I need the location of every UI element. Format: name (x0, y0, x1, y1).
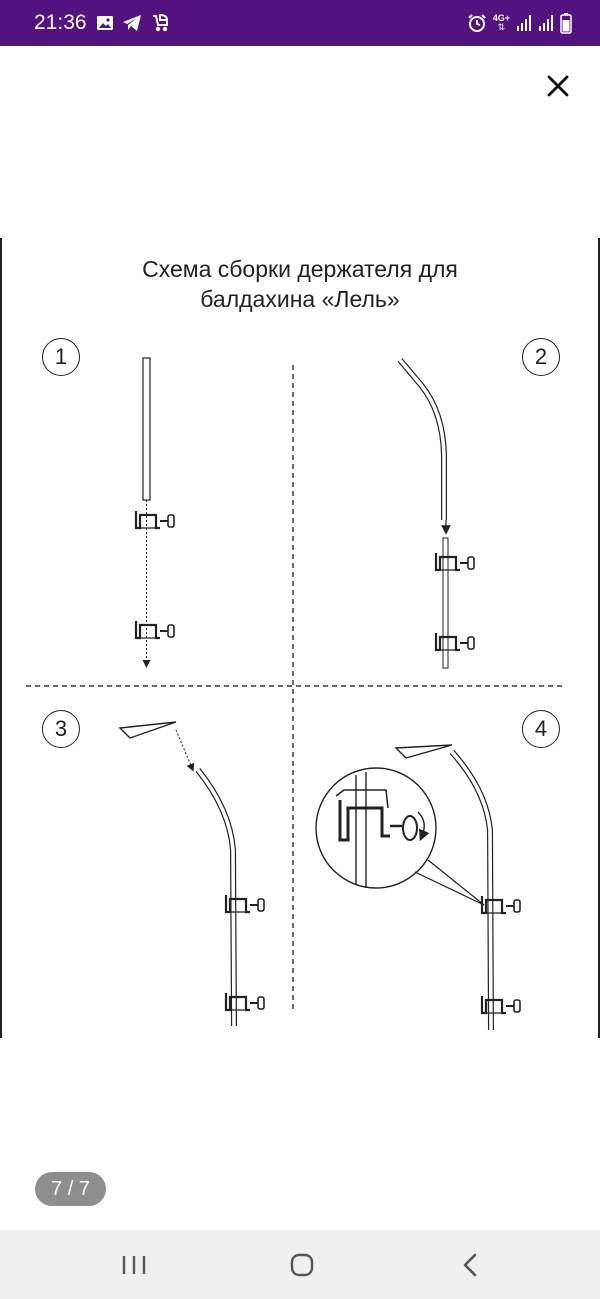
system-icons: 4G+ ⇅ (467, 11, 572, 35)
navigation-bar (0, 1230, 600, 1299)
image-border-right (598, 238, 600, 1038)
step-1-number: 1 (42, 338, 80, 376)
recent-apps-button[interactable] (110, 1242, 158, 1288)
back-button[interactable] (446, 1242, 494, 1288)
step-3-figure (118, 721, 266, 1027)
signal-icon (517, 15, 531, 31)
home-icon (290, 1253, 314, 1277)
stroller-icon (153, 13, 168, 32)
step-3-number: 3 (42, 710, 80, 748)
network-label: 4G+ (492, 13, 510, 23)
step-2-figure (397, 358, 476, 669)
network-4g-icon: 4G+ ⇅ (492, 13, 510, 32)
status-time: 21:36 (34, 11, 87, 34)
status-bar: 21:36 4G+ ⇅ (0, 0, 600, 46)
image-icon (97, 16, 113, 30)
title-line-1: Схема сборки держателя для (142, 256, 458, 282)
document-title: Схема сборки держателя для балдахина «Ле… (100, 254, 500, 314)
telegram-icon (123, 15, 141, 31)
close-icon (547, 75, 569, 97)
title-line-2: балдахина «Лель» (200, 286, 400, 312)
step-4-figure (315, 744, 522, 1031)
battery-icon (560, 13, 572, 34)
step-1-figure (134, 357, 176, 668)
notification-icons (96, 12, 170, 34)
alarm-icon (468, 14, 486, 32)
back-icon (463, 1253, 477, 1277)
close-button[interactable] (540, 70, 576, 106)
home-button[interactable] (278, 1242, 326, 1288)
recent-apps-icon (122, 1256, 146, 1274)
step-4-number: 4 (522, 710, 560, 748)
signal-icon (539, 15, 553, 31)
step-2-number: 2 (522, 338, 560, 376)
image-border-left (0, 238, 2, 1038)
page-indicator: 7 / 7 (35, 1172, 106, 1206)
